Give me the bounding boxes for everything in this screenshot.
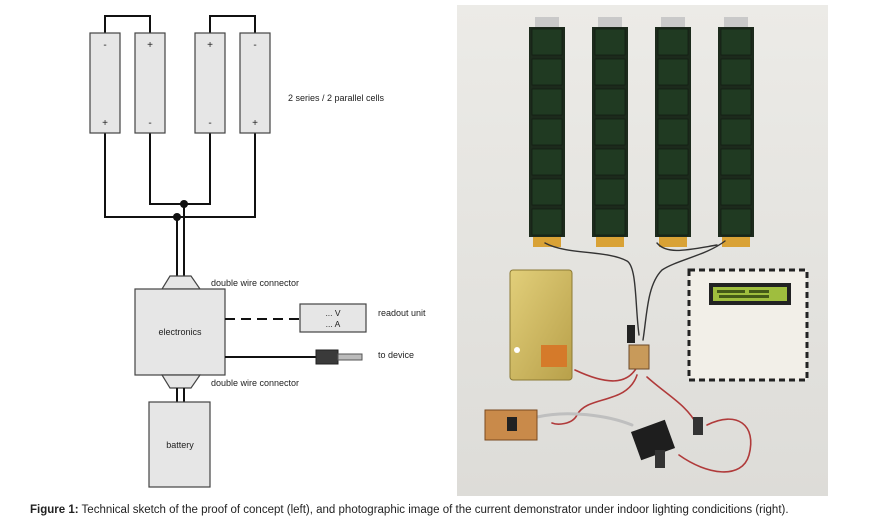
panel-2-cell-1 — [594, 28, 626, 56]
readout-amps: ... A — [326, 319, 341, 329]
panel-3-cell-4 — [657, 118, 689, 146]
panel-3-cell-5 — [657, 148, 689, 176]
panel-2-cell-4 — [594, 118, 626, 146]
panel-wire-3 — [642, 240, 726, 341]
panel-1-cell-5 — [531, 148, 563, 176]
demonstrator-photo — [457, 5, 828, 496]
panel-3-cell-3 — [657, 88, 689, 116]
panel-2-bottom-tab — [596, 237, 624, 247]
pcb-chip — [541, 345, 567, 367]
top-wire-left — [104, 15, 151, 33]
battery-box — [148, 401, 211, 488]
lcd-text-line-2 — [749, 290, 769, 293]
lcd-text-line-3 — [719, 295, 769, 298]
readout-box — [299, 303, 367, 333]
top-wire-right — [209, 15, 256, 33]
panel-4-cell-3 — [720, 88, 752, 116]
battery-label: battery — [166, 440, 194, 450]
device-plug — [315, 349, 339, 365]
panel-1-cell-1 — [531, 28, 563, 56]
cell-3-bottom-terminal: - — [208, 118, 211, 129]
caption-text: Technical sketch of the proof of concept… — [78, 504, 789, 516]
panel-1-cell-2 — [531, 58, 563, 86]
panel-3-cell-1 — [657, 28, 689, 56]
connector-top — [160, 275, 202, 290]
panel-2-cell-2 — [594, 58, 626, 86]
connector-bottom-label: double wire connector — [211, 378, 299, 388]
gray-wire — [535, 412, 634, 427]
panel-4-cell-5 — [720, 148, 752, 176]
cell-1-bottom-terminal: + — [102, 118, 108, 129]
panel-3-top-tab — [661, 17, 685, 27]
red-wire-1 — [574, 366, 638, 382]
caption-label: Figure 1: — [30, 504, 79, 516]
panel-2-cell-5 — [594, 148, 626, 176]
panel-4-cell-6 — [720, 178, 752, 206]
pcb-hole — [514, 347, 520, 353]
cell-1 — [89, 32, 121, 134]
panel-4-bottom-tab — [722, 237, 750, 247]
center-connector — [628, 344, 650, 370]
bottom-wire-inner — [149, 133, 211, 205]
cell-4-bottom-terminal: + — [252, 118, 258, 129]
cell-3 — [194, 32, 226, 134]
connector-top-label: double wire connector — [211, 278, 299, 288]
panel-wire-1 — [544, 242, 640, 336]
module-connector — [655, 450, 665, 468]
panel-2-cell-7 — [594, 208, 626, 236]
panel-1-cell-4 — [531, 118, 563, 146]
cell-3-top-terminal: + — [207, 40, 213, 51]
panel-1-bottom-tab — [533, 237, 561, 247]
solar-panels — [529, 17, 754, 247]
red-wire-4 — [678, 418, 752, 473]
figure-caption: Figure 1: Technical sketch of the proof … — [30, 504, 880, 516]
panel-1-cell-7 — [531, 208, 563, 236]
panel-1-cell-3 — [531, 88, 563, 116]
panel-3-cell-6 — [657, 178, 689, 206]
cells-label: 2 series / 2 parallel cells — [288, 93, 385, 103]
device-plug-tip — [337, 353, 363, 361]
panel-2-top-tab — [598, 17, 622, 27]
readout-label: readout unit — [378, 308, 426, 318]
panel-2-cell-6 — [594, 178, 626, 206]
panel-1-cell-6 — [531, 178, 563, 206]
panel-3-cell-2 — [657, 58, 689, 86]
center-connector-plug — [627, 325, 635, 343]
panel-4-cell-1 — [720, 28, 752, 56]
panel-4-cell-2 — [720, 58, 752, 86]
cell-4 — [239, 32, 271, 134]
lcd-screen — [713, 287, 787, 301]
readout-volts: ... V — [325, 308, 340, 318]
panel-4-cell-4 — [720, 118, 752, 146]
panel-3-cell-7 — [657, 208, 689, 236]
electronics-label: electronics — [158, 327, 202, 337]
module-connector-2 — [693, 417, 703, 435]
panel-4-cell-7 — [720, 208, 752, 236]
cell-1-top-terminal: - — [103, 40, 106, 51]
panel-wire-2 — [656, 242, 718, 252]
cell-2-top-terminal: + — [147, 40, 153, 51]
device-label: to device — [378, 350, 414, 360]
technical-sketch: - + + - + - - + 2 series / 2 parallel ce… — [89, 15, 426, 488]
cell-2-bottom-terminal: - — [148, 118, 151, 129]
junction-dot-upper — [180, 200, 188, 208]
panel-4-top-tab — [724, 17, 748, 27]
proto-board-regulator — [507, 417, 517, 431]
panel-1-top-tab — [535, 17, 559, 27]
cell-2 — [134, 32, 166, 134]
connector-bottom — [160, 374, 202, 389]
cell-4-top-terminal: - — [253, 40, 256, 51]
panel-3-bottom-tab — [659, 237, 687, 247]
panel-2-cell-3 — [594, 88, 626, 116]
junction-dot-lower — [173, 213, 181, 221]
lcd-text-line-1 — [717, 290, 745, 293]
